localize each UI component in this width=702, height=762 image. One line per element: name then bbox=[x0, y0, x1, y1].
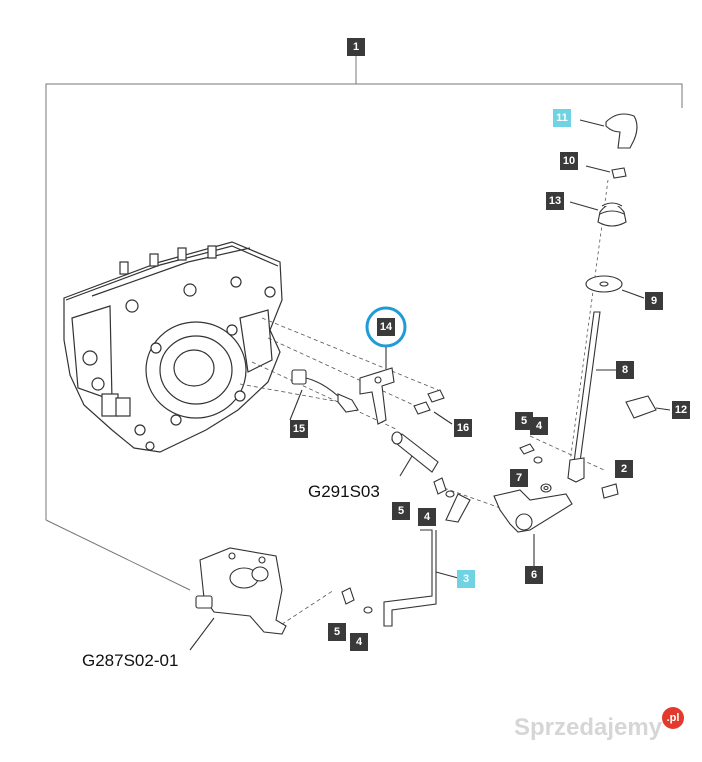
callout-7: 7 bbox=[510, 469, 528, 487]
callout-3: 3 bbox=[457, 570, 475, 588]
callout-5-middle: 5 bbox=[392, 502, 410, 520]
pin-5-washer-4-right bbox=[519, 443, 543, 464]
lever-6 bbox=[493, 489, 573, 566]
callout-9: 9 bbox=[645, 292, 663, 310]
callout-16: 16 bbox=[454, 419, 472, 437]
pin-5-washer-4-lower bbox=[341, 587, 373, 614]
highlight-ring bbox=[365, 306, 407, 348]
callout-6: 6 bbox=[525, 566, 543, 584]
callout-4-middle: 4 bbox=[418, 508, 436, 526]
callout-2: 2 bbox=[615, 460, 633, 478]
knob-11 bbox=[579, 113, 638, 149]
label-plate-12 bbox=[625, 395, 671, 419]
shaft-g291s03 bbox=[391, 431, 439, 477]
callout-4-lower: 4 bbox=[350, 633, 368, 651]
callout-5-right: 5 bbox=[515, 412, 533, 430]
callout-13: 13 bbox=[546, 192, 564, 210]
reference-lower: G287S02-01 bbox=[82, 651, 179, 670]
callout-8: 8 bbox=[616, 361, 634, 379]
boot-13 bbox=[569, 201, 627, 227]
shift-rod-8 bbox=[567, 311, 616, 483]
callout-1: 1 bbox=[347, 38, 365, 56]
callout-5-lower: 5 bbox=[328, 623, 346, 641]
callout-4-right: 4 bbox=[530, 417, 548, 435]
transmission-housing bbox=[63, 241, 283, 453]
assembly-bracket bbox=[45, 56, 683, 591]
bolts-16 bbox=[413, 389, 453, 425]
callout-14: 14 bbox=[377, 318, 395, 336]
reference-upper: G291S03 bbox=[308, 482, 380, 501]
alignment-lines bbox=[239, 179, 609, 633]
pin-5-washer-4-middle bbox=[433, 477, 471, 523]
pin-2 bbox=[601, 483, 619, 499]
plate-9 bbox=[585, 275, 645, 299]
watermark-text: Sprzedajemy bbox=[514, 714, 663, 741]
washer-7 bbox=[540, 483, 552, 493]
gearbox-g287s02-01 bbox=[189, 547, 287, 651]
sensor-15 bbox=[289, 369, 359, 421]
callout-12: 12 bbox=[672, 401, 690, 419]
rod-3 bbox=[383, 529, 459, 627]
callout-10: 10 bbox=[560, 152, 578, 170]
watermark-badge: .pl bbox=[662, 707, 684, 729]
callout-11: 11 bbox=[553, 109, 571, 127]
bracket-14 bbox=[359, 346, 395, 425]
callout-15: 15 bbox=[290, 420, 308, 438]
nut-10 bbox=[585, 165, 627, 179]
